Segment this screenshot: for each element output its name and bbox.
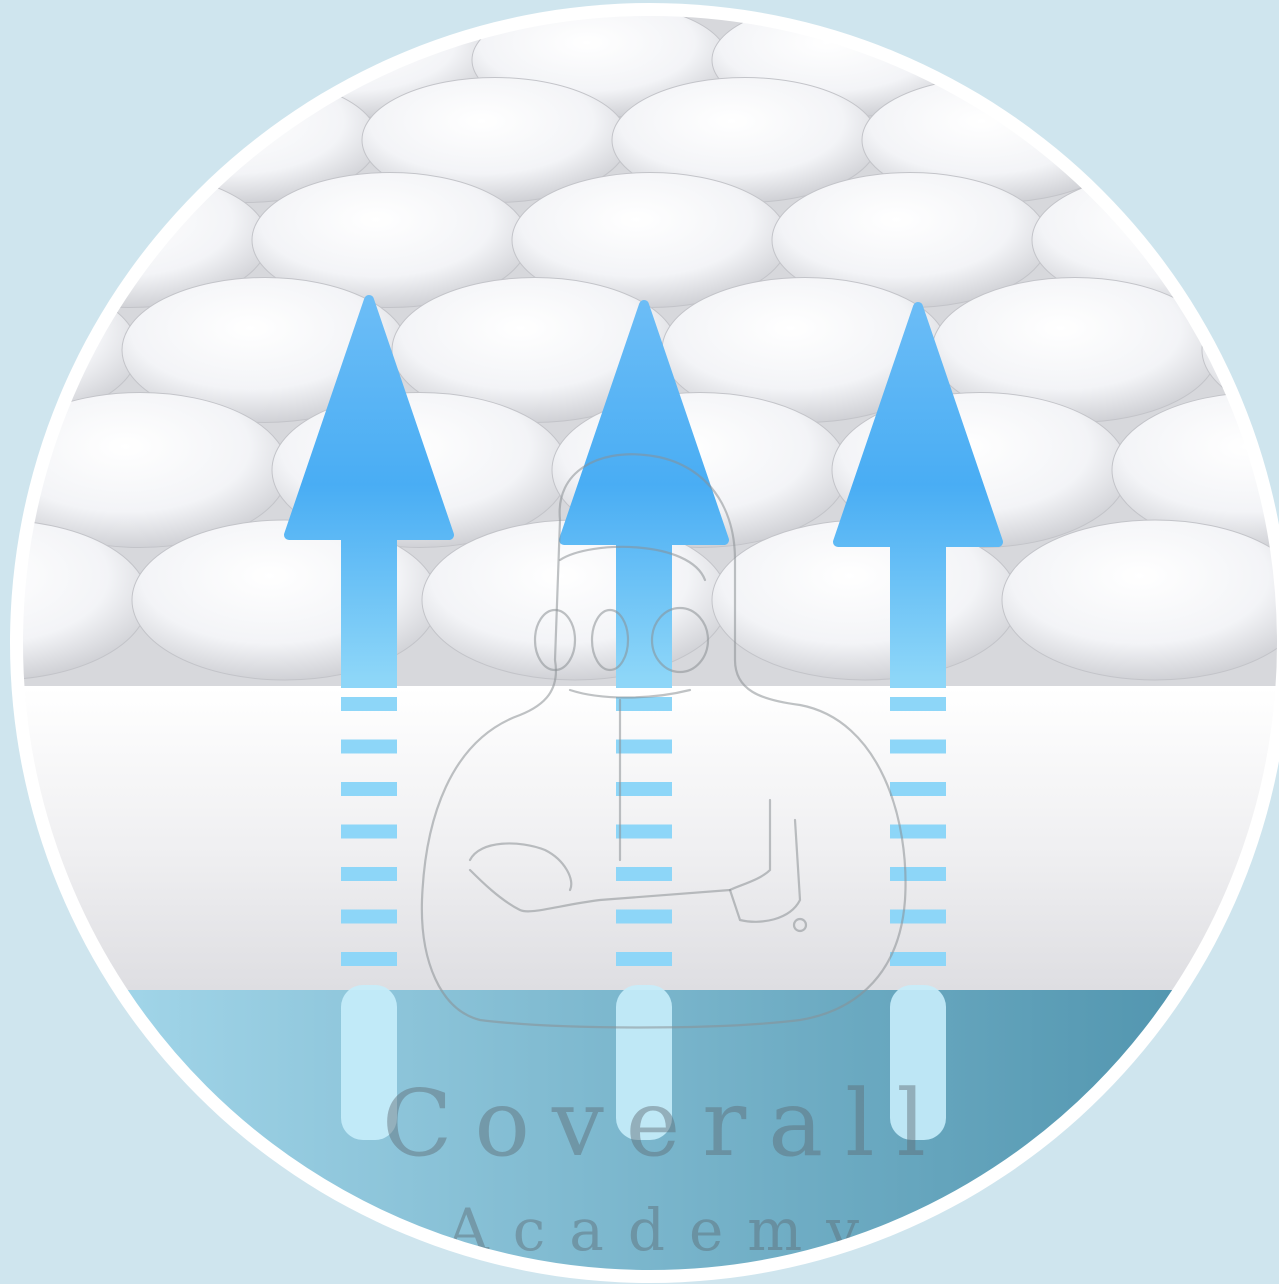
arrow-dash: [616, 782, 672, 796]
arrow-dash: [890, 867, 946, 881]
quilt-puff: [0, 3, 248, 118]
quilt-puff: [952, 3, 1208, 118]
arrow-dash: [890, 782, 946, 796]
quilt-puff: [0, 78, 128, 203]
arrow-dash: [890, 910, 946, 924]
arrow-dash: [341, 867, 397, 881]
quilt-puff: [1112, 78, 1279, 203]
arrow-dash: [341, 825, 397, 839]
arrow-dash: [616, 740, 672, 754]
quilt-puff: [0, 393, 8, 548]
arrow-dash: [616, 867, 672, 881]
arrow-dash: [616, 697, 672, 711]
arrow-dash: [890, 952, 946, 966]
quilt-puff: [1192, 3, 1279, 118]
arrow-shaft: [890, 537, 946, 688]
arrow-dash: [341, 910, 397, 924]
arrow-dash: [616, 825, 672, 839]
arrow-dash: [890, 825, 946, 839]
quilt-puff: [0, 3, 8, 118]
arrow-dash: [616, 910, 672, 924]
arrow-dash: [890, 697, 946, 711]
arrow-shaft: [341, 530, 397, 688]
arrow-dash: [890, 740, 946, 754]
arrow-dash: [341, 740, 397, 754]
arrow-dash: [341, 952, 397, 966]
arrow-dash: [341, 782, 397, 796]
quilt-puff: [0, 173, 8, 308]
watermark-line1: Coverall: [382, 1070, 948, 1177]
arrow-dash: [341, 697, 397, 711]
arrow-dash: [616, 952, 672, 966]
membrane-layer: [0, 688, 1279, 990]
